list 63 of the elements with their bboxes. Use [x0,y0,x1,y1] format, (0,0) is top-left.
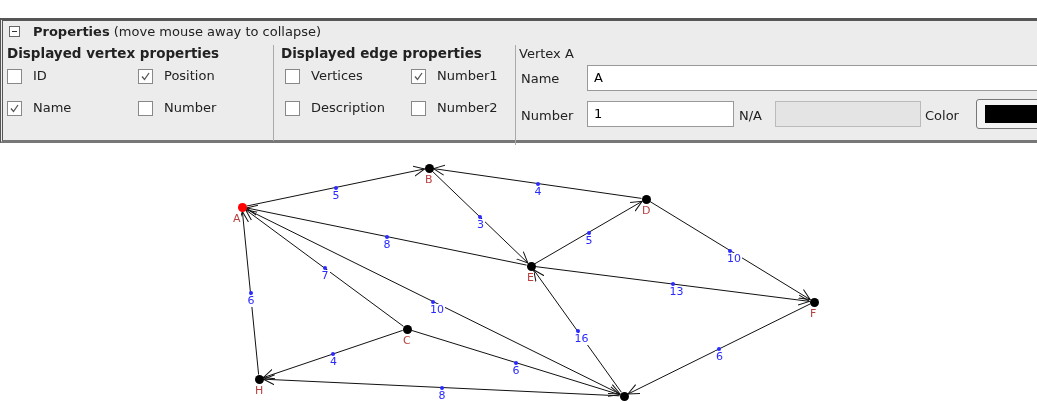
checkbox-label: Position [164,68,215,84]
arrow [245,204,528,266]
vertex-dot [402,324,412,334]
edge-label: 6 [715,351,724,363]
vertex-label: E [527,272,534,284]
field-label: Vertex A [519,46,574,62]
arrow [649,200,811,301]
checkbox-label: Number [164,100,217,116]
arrow [534,200,643,265]
edge-label: 8 [437,389,447,401]
vertex-label: F [810,308,817,320]
checkbox-label: Description [311,100,386,116]
edge-label: 5 [584,234,594,247]
edge-label: 6 [246,295,256,307]
panel-title: Properties (move mouse away to collapse) [33,24,321,40]
checkbox-label: Number1 [437,68,498,84]
field-label: Color [925,108,959,124]
vertex-label: A [233,213,241,225]
edge-label: 13 [668,286,685,298]
checkbox-label: Vertices [311,68,363,84]
vertex-label: H [255,385,264,397]
arrow [431,170,529,264]
arrow [433,164,642,199]
vertex-dot [237,202,247,212]
edge-label: 10 [726,252,742,265]
edge-label: 3 [476,219,485,231]
edge-label: 10 [429,303,445,316]
edge-label: 4 [329,356,338,368]
arrow [627,303,811,395]
input-field: A [587,65,1037,91]
field-label: N/A [739,108,762,124]
field-label: Number [521,108,574,124]
edge-label: 16 [573,333,590,345]
edge-label: 6 [511,364,521,377]
checkbox-label: Name [33,100,72,116]
edge-label: 8 [382,238,392,251]
arrow [245,208,621,395]
vertex-dot [809,297,819,307]
section-heading: Displayed vertex properties [7,45,220,61]
vertex-label: D [642,205,651,217]
vertex-dot [619,391,629,401]
vertex-label: B [425,174,433,186]
arrow [535,266,810,306]
edge-label: 7 [320,270,330,282]
vertex-dot [526,261,536,271]
arrow [410,329,621,397]
arrow [262,329,404,380]
field-label: Name [521,71,560,87]
input-field: 1 [587,101,734,127]
arrow [238,211,260,375]
checkbox-label: Number2 [437,100,498,116]
arrow [263,374,620,397]
vertex-dot [424,163,434,173]
section-heading: Displayed edge properties [281,45,482,61]
arrow [245,165,426,207]
edge-label: 5 [331,189,341,202]
vertex-label: C [403,335,411,347]
vertex-dot [641,194,651,204]
arrow [245,209,404,327]
edge-label: 4 [533,185,543,198]
checkbox-label: ID [33,68,47,84]
vertex-dot [254,374,264,384]
arrow [533,269,622,393]
